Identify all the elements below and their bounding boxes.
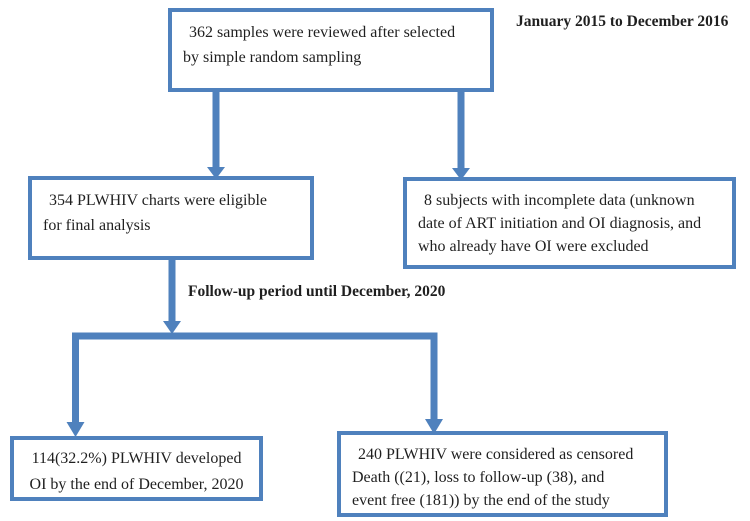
- box-text-line: OI by the end of December, 2020: [29, 476, 244, 493]
- box-text-line: Death ((21), loss to follow-up (38), and: [352, 469, 605, 486]
- box-text-line: for final analysis: [43, 217, 151, 234]
- box-excluded-subjects: 8 subjects with incomplete data (unknown…: [403, 177, 736, 269]
- arrow-samples-to-excluded: [452, 92, 470, 180]
- box-text-line: 362 samples were reviewed after selected: [189, 24, 456, 41]
- arrowhead-down-icon: [163, 321, 181, 334]
- box-text-line: 354 PLWHIV charts were eligible: [49, 192, 268, 209]
- arrowhead-down-icon: [66, 422, 85, 437]
- box-text-line: 114(32.2%) PLWHIV developed: [31, 450, 242, 467]
- box-text-line: 240 PLWHIV were considered as censored: [358, 446, 634, 463]
- arrow-branch-to-censored: [425, 332, 443, 434]
- box-text-line: date of ART initiation and OI diagnosis,…: [418, 215, 702, 232]
- arrow-samples-to-eligible: [207, 92, 225, 179]
- box-text-line: event free (181)) by the end of the stud…: [352, 492, 610, 509]
- box-samples-reviewed: 362 samples were reviewed after selected…: [168, 8, 494, 92]
- box-text-line: who already have OI were excluded: [418, 238, 649, 255]
- box-text-line: 8 subjects with incomplete data (unknown: [424, 192, 695, 209]
- study-period-label: January 2015 to December 2016: [516, 13, 729, 30]
- box-text-line: by simple random sampling: [183, 49, 362, 66]
- arrow-branch-to-developed-oi: [66, 332, 85, 437]
- box-eligible-charts: 354 PLWHIV charts were eligible for fina…: [28, 176, 314, 260]
- followup-period-label: Follow-up period until December, 2020: [188, 283, 446, 300]
- arrow-eligible-to-branch: [163, 260, 181, 334]
- box-censored: 240 PLWHIV were considered as censored D…: [337, 431, 668, 517]
- box-developed-oi: 114(32.2%) PLWHIV developed OI by the en…: [10, 436, 263, 501]
